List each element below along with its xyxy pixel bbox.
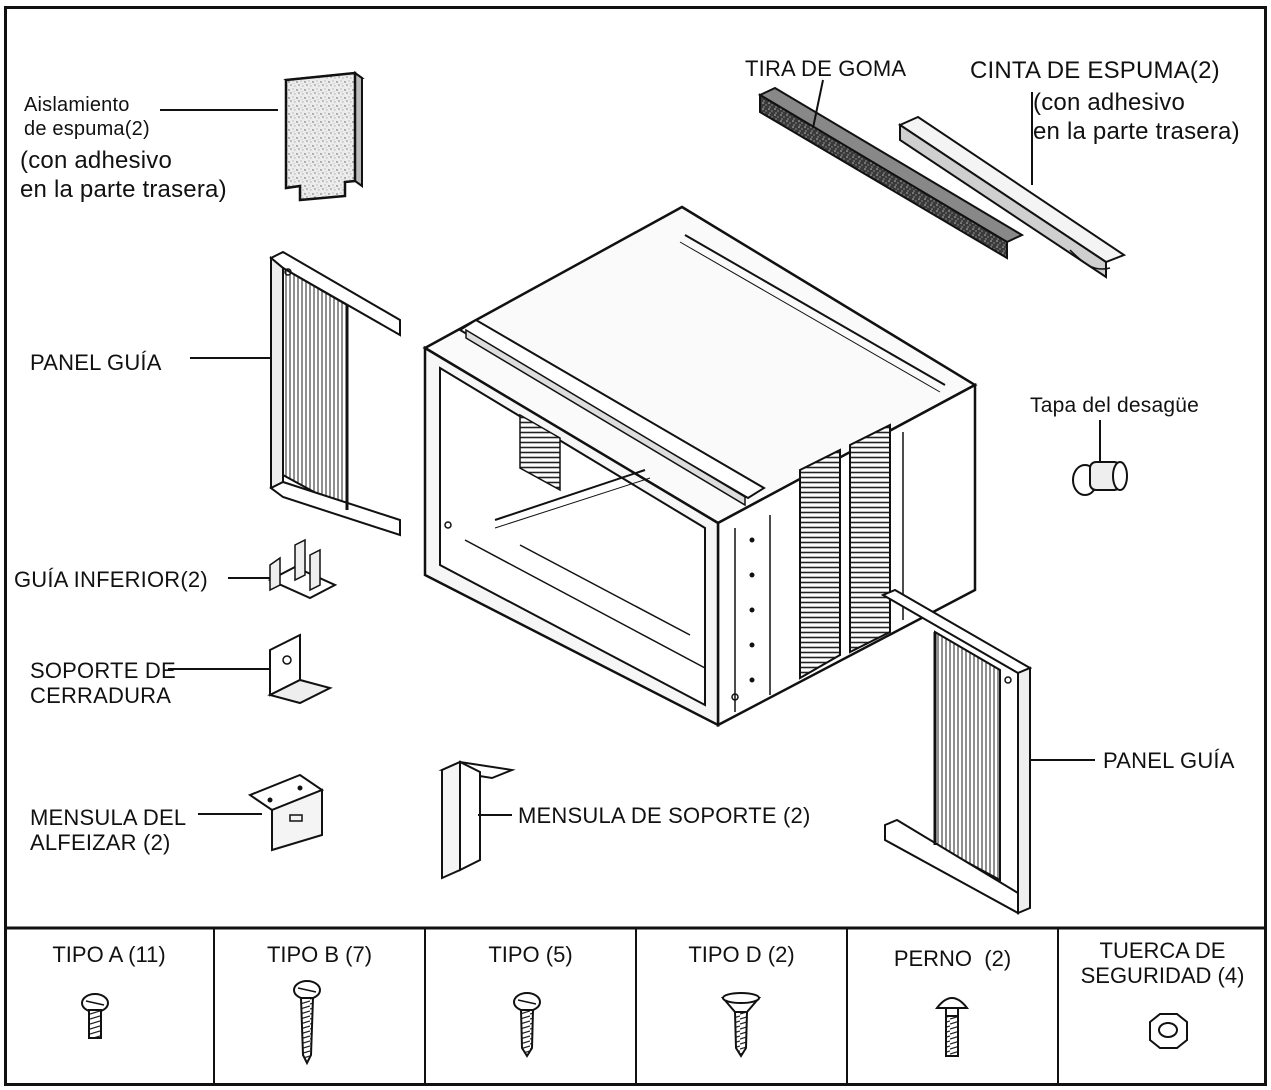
lower-guide-label: GUÍA INFERIOR(2) xyxy=(14,567,208,592)
screw-type-c-icon xyxy=(513,992,541,1058)
support-bracket-part xyxy=(438,760,516,880)
hardware-cell-type-c: TIPO (5) xyxy=(425,930,636,1080)
drain-cap-label: Tapa del desagüe xyxy=(1030,394,1200,417)
hardware-cell-type-d: TIPO D (2) xyxy=(636,930,847,1080)
screw-type-b-icon xyxy=(293,980,321,1066)
screw-type-a-icon xyxy=(81,993,109,1039)
foam-insulation-part xyxy=(160,71,365,202)
screw-type-d-icon xyxy=(720,992,762,1058)
lock-nut-icon xyxy=(1149,1013,1188,1049)
sill-bracket-part xyxy=(198,773,325,852)
hardware-label: TIPO D (2) xyxy=(688,942,795,967)
hardware-label: TUERCA DE SEGURIDAD (4) xyxy=(1080,938,1245,988)
hardware-label: PERNO (2) xyxy=(893,946,1012,971)
bolt-icon xyxy=(934,997,970,1057)
sill-bracket-label: MENSULA DEL ALFEIZAR (2) xyxy=(30,805,187,855)
hardware-label: TIPO B (7) xyxy=(266,942,373,967)
foam-tape-part xyxy=(897,92,1127,279)
foam-tape-note: (con adhesivo en la parte trasera) xyxy=(1033,89,1240,145)
guide-panel-left-part xyxy=(190,250,401,537)
support-bracket-label: MENSULA DE SOPORTE (2) xyxy=(518,803,811,828)
lock-support-label: SOPORTE DE CERRADURA xyxy=(30,658,176,708)
cabinet-sleeve-part xyxy=(422,205,978,728)
guide-panel-left-label: PANEL GUÍA xyxy=(30,350,162,375)
lower-guide-part xyxy=(228,538,338,600)
foam-tape-label: CINTA DE ESPUMA(2) xyxy=(970,57,1220,84)
hardware-cell-lock-nut: TUERCA DE SEGURIDAD (4) xyxy=(1058,930,1267,1080)
guide-panel-right-label: PANEL GUÍA xyxy=(1103,748,1235,773)
foam-insulation-label: Aislamiento de espuma(2) xyxy=(24,94,150,140)
rubber-strip-part xyxy=(757,79,1025,260)
hardware-table-grid xyxy=(4,926,1267,1084)
guide-panel-right-part xyxy=(880,588,1095,915)
drain-cap-part xyxy=(1072,420,1128,496)
hardware-label: TIPO (5) xyxy=(488,942,573,967)
hardware-cell-bolt: PERNO (2) xyxy=(847,930,1058,1080)
rubber-strip-label: TIRA DE GOMA xyxy=(745,56,907,81)
hardware-label: TIPO A (11) xyxy=(52,942,166,967)
hardware-cell-type-b: TIPO B (7) xyxy=(214,930,425,1080)
lock-support-part xyxy=(168,633,333,705)
hardware-cell-type-a: TIPO A (11) xyxy=(4,930,214,1080)
foam-insulation-note: (con adhesivo en la parte trasera) xyxy=(20,147,227,203)
